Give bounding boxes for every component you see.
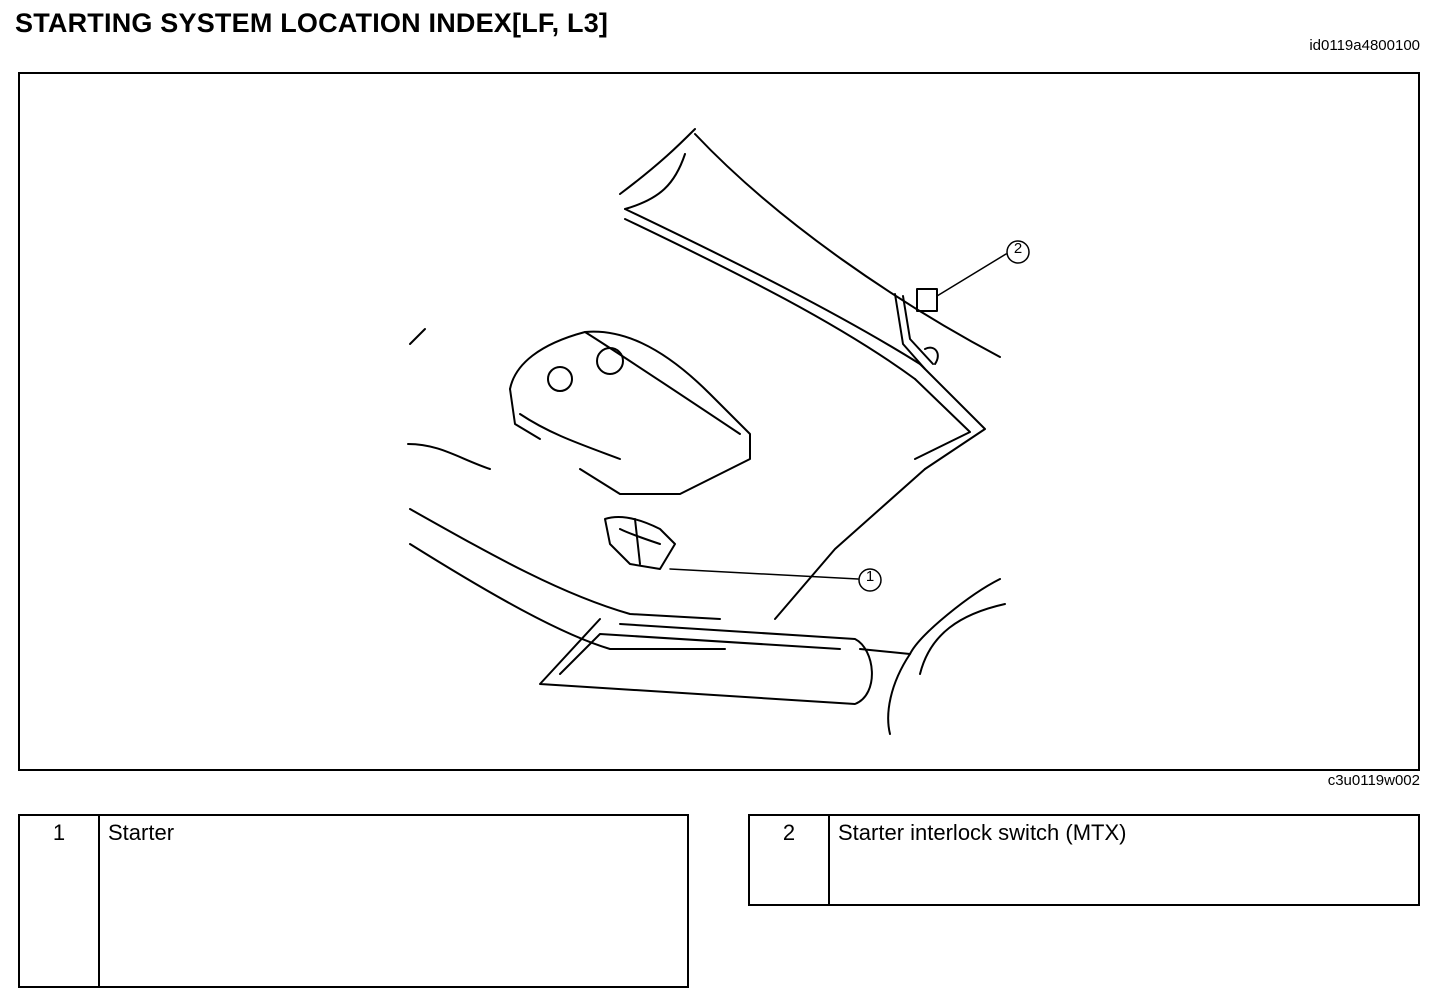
legend-number: 1 — [18, 814, 100, 988]
table-row: 1 Starter — [18, 814, 689, 988]
callout-2: 2 — [1013, 240, 1023, 257]
legend-label: Starter — [98, 814, 689, 988]
legend-table-1: 1 Starter — [18, 814, 689, 988]
engine-bay-illustration — [407, 128, 1030, 735]
legend-table-2: 2 Starter interlock switch (MTX) — [748, 814, 1420, 906]
table-row: 2 Starter interlock switch (MTX) — [748, 814, 1420, 906]
legend-label: Starter interlock switch (MTX) — [828, 814, 1420, 906]
page-title: STARTING SYSTEM LOCATION INDEX[LF, L3] — [15, 8, 609, 38]
callout-1: 1 — [865, 568, 875, 585]
document-id: id0119a4800100 — [1309, 37, 1420, 54]
legend-number: 2 — [748, 814, 830, 906]
location-diagram: 2 1 — [18, 72, 1420, 771]
figure-id: c3u0119w002 — [1327, 772, 1420, 789]
